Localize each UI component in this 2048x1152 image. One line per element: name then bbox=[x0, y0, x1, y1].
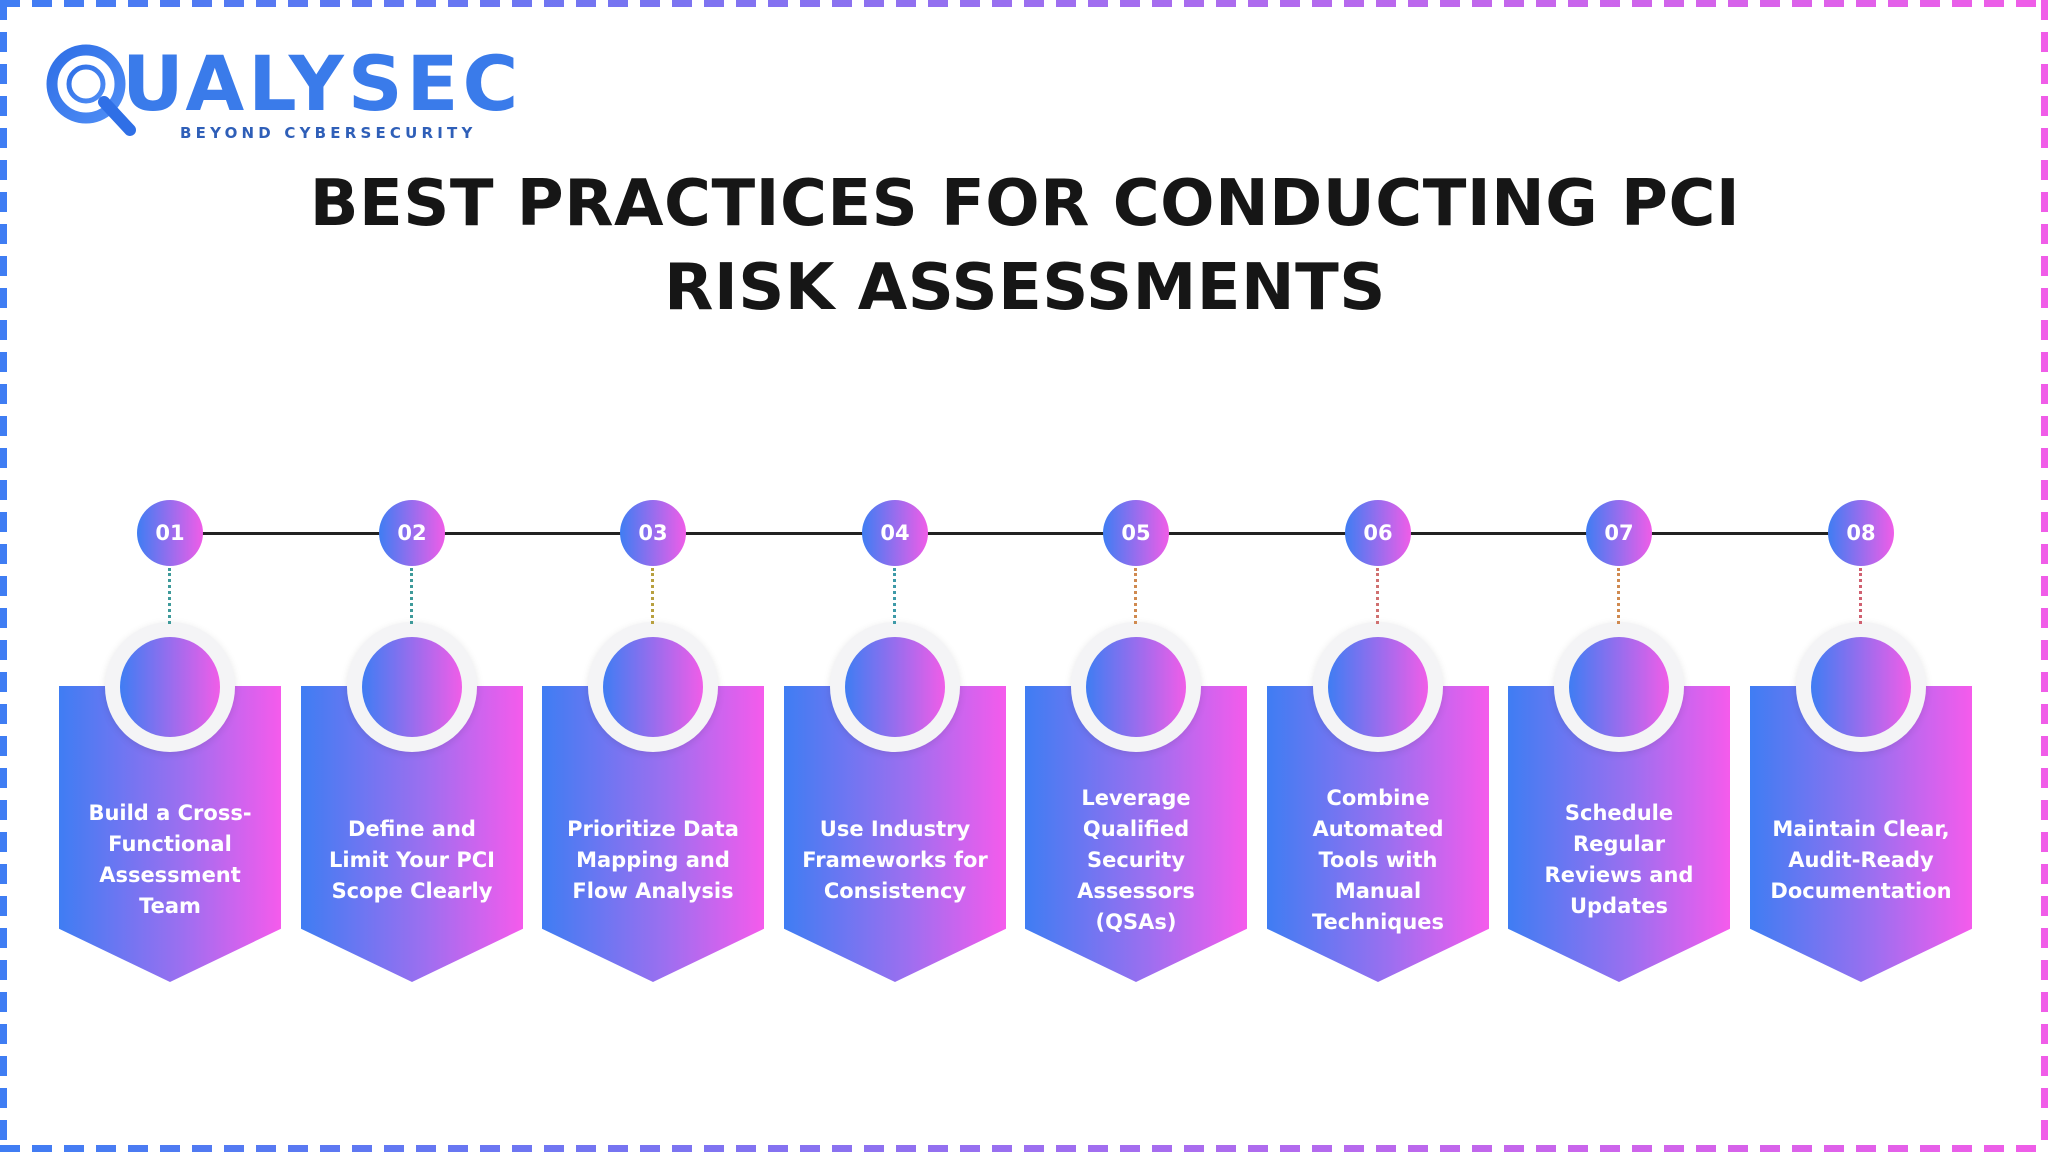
logo-wordmark: UALYSEC bbox=[122, 39, 523, 128]
step-label: Schedule Regular Reviews and Updates bbox=[1544, 801, 1694, 918]
step-icon-halo bbox=[347, 622, 477, 752]
frame-border-right bbox=[2041, 0, 2048, 1152]
frame-border-left bbox=[0, 0, 7, 1152]
step-icon-circle bbox=[1328, 637, 1428, 737]
step-number-badge: 04 bbox=[862, 500, 928, 566]
step-label: Combine Automated Tools with Manual Tech… bbox=[1311, 785, 1445, 934]
step-number-badge: 08 bbox=[1828, 500, 1894, 566]
step-number-badge: 05 bbox=[1103, 500, 1169, 566]
step-number-badge: 01 bbox=[137, 500, 203, 566]
frame-border-bottom bbox=[0, 1145, 2048, 1152]
logo-tagline: BEYOND CYBERSECURITY bbox=[180, 124, 477, 142]
step-icon-circle bbox=[1811, 637, 1911, 737]
step-connector bbox=[1617, 568, 1620, 624]
frame-border-top bbox=[0, 0, 2048, 7]
step-icon-halo bbox=[1071, 622, 1201, 752]
step-icon-halo bbox=[1796, 622, 1926, 752]
step-connector bbox=[168, 568, 171, 624]
page-title: BEST PRACTICES FOR CONDUCTING PCI RISK A… bbox=[309, 167, 1741, 325]
step-icon-circle bbox=[362, 637, 462, 737]
qualysec-logo: UALYSEC BEYOND CYBERSECURITY bbox=[44, 36, 544, 146]
step-number-badge: 06 bbox=[1345, 500, 1411, 566]
step-label: Prioritize Data Mapping and Flow Analysi… bbox=[567, 816, 739, 903]
step-icon-circle bbox=[120, 637, 220, 737]
step-icon-halo bbox=[1554, 622, 1684, 752]
step-label: Build a Cross-Functional Assessment Team bbox=[88, 801, 252, 918]
step-icon-circle bbox=[1086, 637, 1186, 737]
step-connector bbox=[651, 568, 654, 624]
step-icon-halo bbox=[830, 622, 960, 752]
step-icon-halo bbox=[588, 622, 718, 752]
step-icon-circle bbox=[1569, 637, 1669, 737]
magnifier-q-icon bbox=[46, 44, 136, 136]
step-number-badge: 02 bbox=[379, 500, 445, 566]
step-icon-halo bbox=[1313, 622, 1443, 752]
step-label: Leverage Qualified Security Assessors (Q… bbox=[1077, 785, 1195, 934]
step-icon-halo bbox=[105, 622, 235, 752]
step-icon-circle bbox=[845, 637, 945, 737]
step-connector bbox=[410, 568, 413, 624]
step-label: Use Industry Frameworks for Consistency bbox=[802, 816, 988, 903]
step-icon-circle bbox=[603, 637, 703, 737]
step-connector bbox=[1376, 568, 1379, 624]
timeline-line bbox=[170, 532, 1860, 535]
step-label: Maintain Clear, Audit-Ready Documentatio… bbox=[1770, 816, 1952, 903]
step-label: Define and Limit Your PCI Scope Clearly bbox=[329, 816, 495, 903]
step-connector bbox=[893, 568, 896, 624]
step-number-badge: 03 bbox=[620, 500, 686, 566]
step-number-badge: 07 bbox=[1586, 500, 1652, 566]
step-connector bbox=[1859, 568, 1862, 624]
step-connector bbox=[1134, 568, 1137, 624]
